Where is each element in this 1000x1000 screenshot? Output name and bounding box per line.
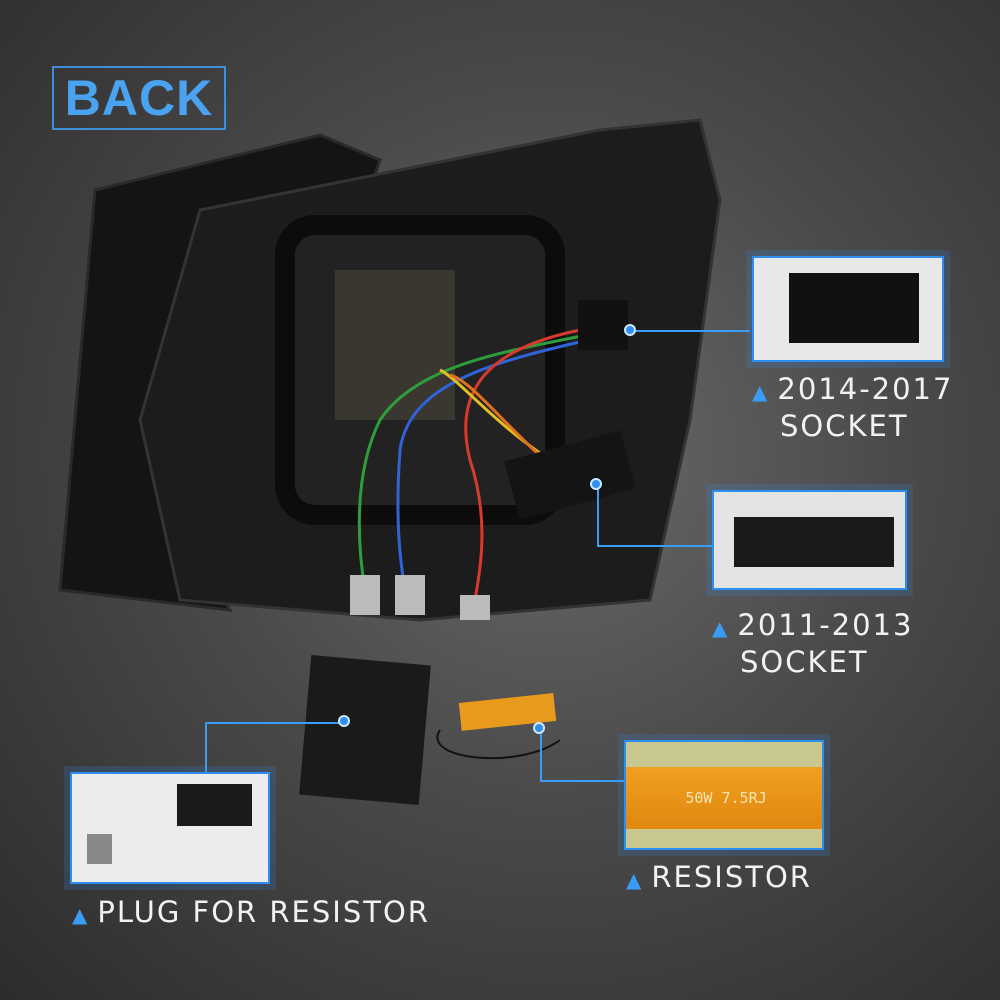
page-title: BACK (64, 70, 214, 126)
socket-2014-panel (752, 256, 944, 362)
pointer-dot (590, 478, 602, 490)
chevron-up-icon: ▲ (752, 380, 770, 404)
resistor-panel: 50W 7.5RJ (624, 740, 824, 850)
chevron-up-icon: ▲ (712, 616, 730, 640)
socket-2011-photo (504, 430, 636, 520)
resistor-photo (458, 693, 557, 731)
socket-2014-photo (578, 300, 628, 350)
plug-label: ▲PLUG FOR RESISTOR (72, 895, 430, 929)
title-frame (52, 66, 226, 130)
pointer-dot (624, 324, 636, 336)
chevron-up-icon: ▲ (72, 903, 90, 927)
pointer-dot (533, 722, 545, 734)
plug-box (299, 655, 431, 805)
chevron-up-icon: ▲ (626, 868, 644, 892)
socket-2011-panel (712, 490, 907, 590)
pointer-dot (338, 715, 350, 727)
plug-panel (70, 772, 270, 884)
resistor-label: ▲RESISTOR (626, 860, 812, 894)
bulb-socket (335, 270, 455, 420)
